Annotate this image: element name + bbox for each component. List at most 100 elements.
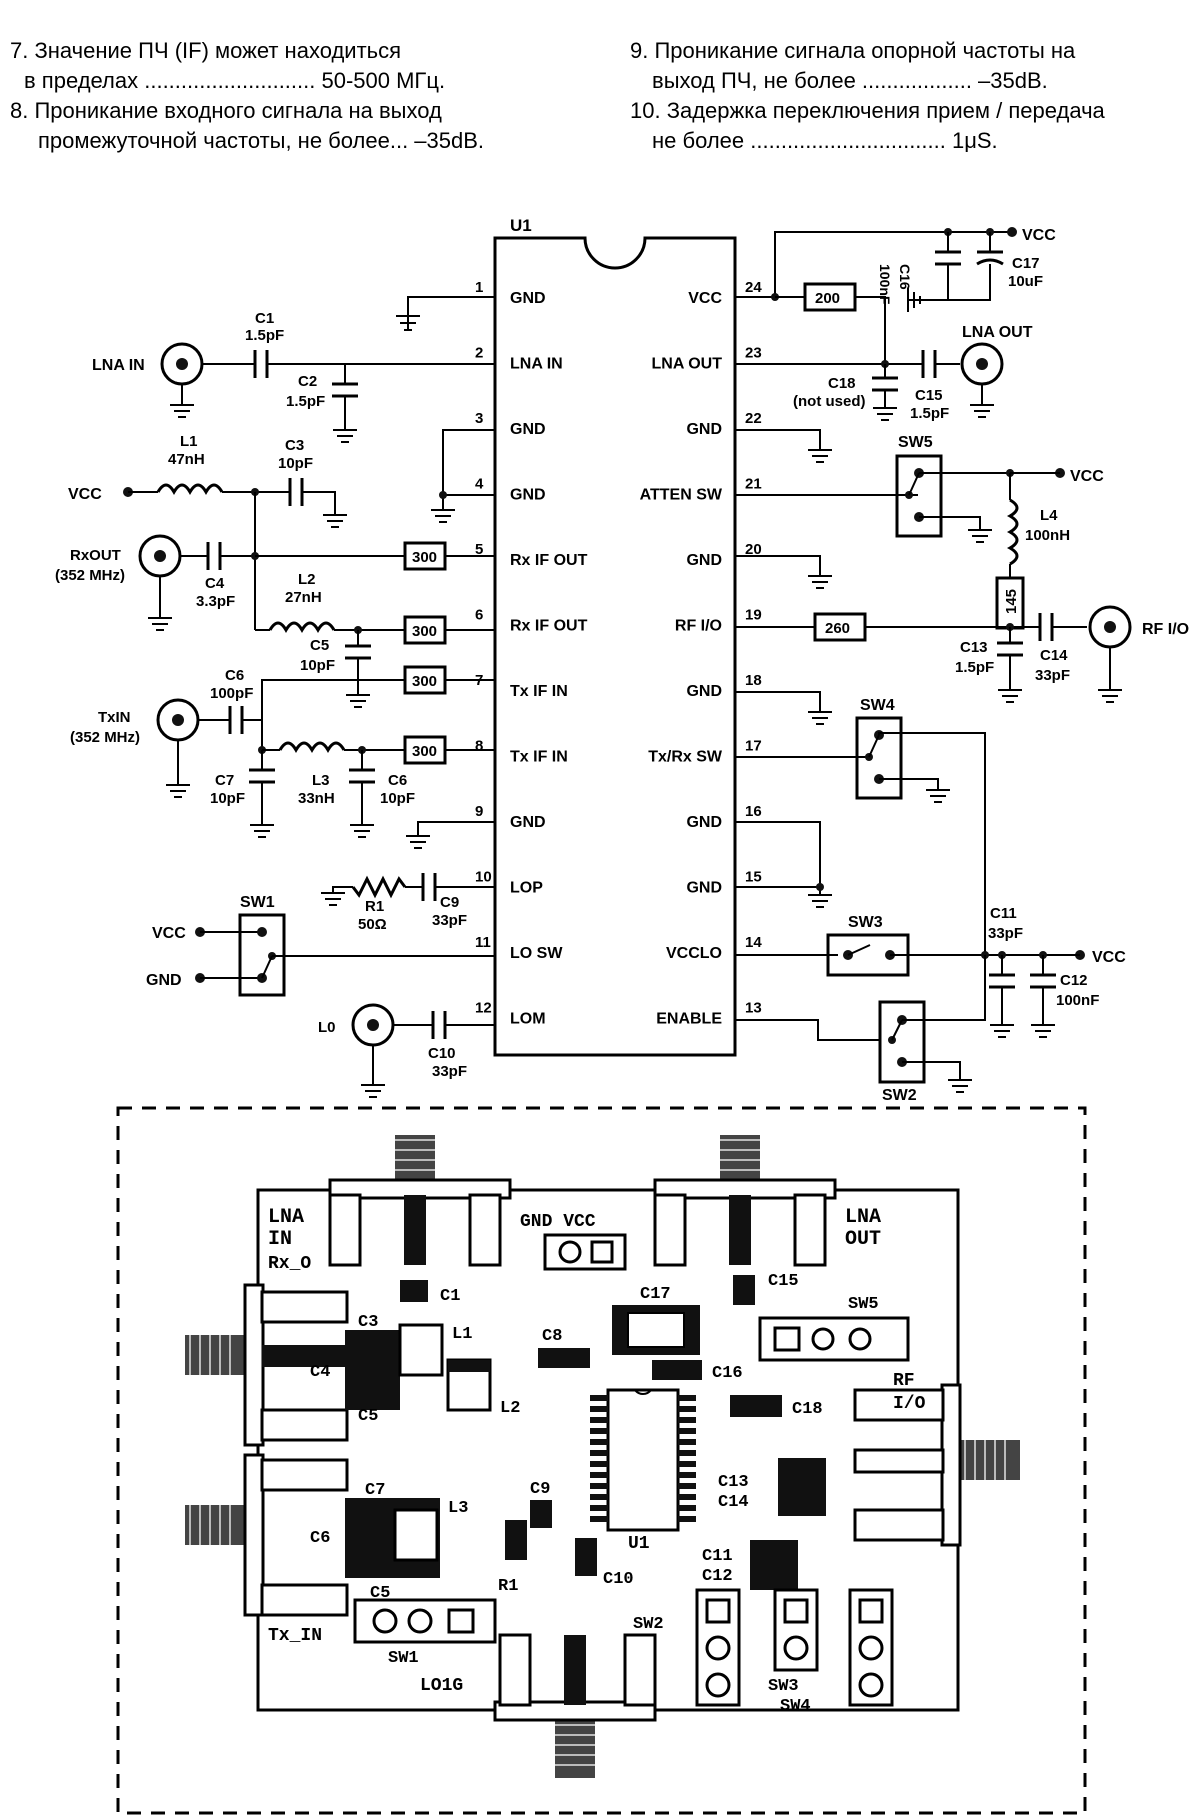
label-rx-out: RxOUT [70, 547, 121, 564]
resistor-300-pin8 [403, 735, 447, 765]
value-c7: 10pF [210, 790, 245, 807]
wire-pin7 [198, 679, 495, 721]
value-l2: 27nH [285, 589, 322, 606]
ic-pin-name: GND [686, 552, 722, 569]
pcb-label-lo1g: LO1G [420, 1676, 463, 1696]
value-l3: 33nH [298, 790, 335, 807]
pcb-label-c1: C1 [440, 1287, 460, 1306]
pcb-label-c9: C9 [530, 1480, 550, 1499]
sma-connector-lna-in [328, 1135, 512, 1267]
ic-pin-number: 2 [475, 345, 483, 362]
sma-connector-lna-out [653, 1135, 837, 1267]
label-l4: L4 [1040, 507, 1058, 524]
pcb-label-c4: C4 [310, 1363, 330, 1382]
note-10b: не более ...............................… [652, 128, 998, 153]
label-vcc-l4: VCC [1070, 468, 1104, 485]
label-gnd-sw1: GND [146, 972, 182, 989]
inductor-l2 [268, 621, 336, 634]
ic-pin-number: 11 [475, 934, 491, 951]
cap-c4 [206, 542, 222, 570]
ground-symbol [250, 824, 274, 838]
pcb-c10 [575, 1538, 597, 1576]
u1-pad [590, 1428, 608, 1434]
value-l1: 47nH [168, 451, 205, 468]
label-lna-in: LNA IN [92, 357, 145, 374]
label-sw3: SW3 [848, 914, 883, 931]
ground-symbol [873, 407, 897, 421]
ic-pin-name: Tx IF IN [510, 749, 568, 766]
pcb-label-rf-a: RF [893, 1371, 915, 1391]
note-7a: 7. Значение ПЧ (IF) может находиться [10, 38, 401, 63]
wire-c16-c17 [947, 232, 991, 301]
wire-sw5 [919, 472, 1010, 530]
label-rf-io: RF I/O [1142, 621, 1189, 638]
label-sw5: SW5 [898, 434, 933, 451]
cap-c18 [872, 376, 898, 392]
ground-symbol [968, 529, 992, 543]
ic-pin-name: GND [686, 814, 722, 831]
ic-pin-number: 10 [475, 869, 492, 886]
value-r300-7: 300 [412, 673, 437, 690]
ic-pin-name: GND [510, 421, 546, 438]
label-l3: L3 [312, 772, 330, 789]
ground-symbol [998, 689, 1022, 703]
label-c14: C14 [1040, 647, 1068, 664]
ic-pin-number: 14 [745, 934, 762, 951]
cap-c10 [431, 1011, 447, 1039]
ic-pin-name: RF I/O [675, 618, 722, 635]
ic-u1-body [493, 236, 737, 1057]
label-sw4: SW4 [860, 697, 895, 714]
ic-pin-name: LNA IN [510, 356, 563, 373]
wire-pin24 [735, 231, 1010, 298]
cap-c9 [421, 873, 437, 901]
pcb-label-lna-out-b: OUT [845, 1228, 881, 1251]
ic-pin-name: GND [510, 290, 546, 307]
label-c8: C6 [388, 772, 407, 789]
u1-pad [678, 1395, 696, 1401]
cap-c15 [921, 350, 937, 378]
u1-pad [678, 1494, 696, 1500]
pcb-label-rx-o: Rx_O [268, 1254, 311, 1274]
ic-pin-number: 15 [745, 869, 762, 886]
wire-sw2 [902, 955, 986, 1080]
u1-pad [590, 1406, 608, 1412]
pcb-label-l2: L2 [500, 1399, 520, 1418]
ground-symbol [396, 315, 420, 331]
u1-pad [678, 1472, 696, 1478]
ground-symbol [990, 1024, 1014, 1038]
pcb-c11-c12 [750, 1540, 798, 1590]
ic-pin-number: 12 [475, 1000, 492, 1017]
lo-connector [351, 1003, 395, 1098]
label-sw1: SW1 [240, 894, 275, 911]
cap-c11 [989, 973, 1015, 989]
wire-sw4 [878, 732, 986, 955]
resistor-260 [813, 612, 867, 642]
resistor-r1 [351, 875, 407, 899]
ic-pin-name: ATTEN SW [640, 487, 723, 504]
ic-pin-name: ENABLE [656, 1011, 722, 1028]
pcb-label-l3: L3 [448, 1499, 468, 1518]
ground-symbol [333, 429, 357, 443]
cap-c2 [332, 382, 358, 398]
ic-pin-number: 23 [745, 345, 762, 362]
wire-pin19 [735, 626, 1087, 628]
value-c17: 10uF [1008, 273, 1043, 290]
pcb-label-lna-out-a: LNA [845, 1206, 881, 1229]
pcb-l3 [393, 1508, 439, 1562]
label-c3: C3 [285, 437, 304, 454]
cap-c13 [997, 641, 1023, 657]
pcb-label-c18: C18 [792, 1400, 823, 1419]
value-c14: 33pF [1035, 667, 1070, 684]
ic-pin-number: 16 [745, 803, 762, 820]
pcb-c1 [400, 1280, 428, 1302]
label-c18: C18 [828, 375, 856, 392]
label-c12: C12 [1060, 972, 1088, 989]
ic-pin-number: 13 [745, 1000, 762, 1017]
label-vcc-sw1: VCC [152, 925, 186, 942]
value-c12: 100nF [1056, 992, 1099, 1009]
label-r1: R1 [365, 898, 384, 915]
cap-c1 [253, 350, 269, 378]
pcb-u1 [606, 1388, 680, 1532]
ic-pin-number: 22 [745, 410, 762, 427]
u1-pad [678, 1450, 696, 1456]
